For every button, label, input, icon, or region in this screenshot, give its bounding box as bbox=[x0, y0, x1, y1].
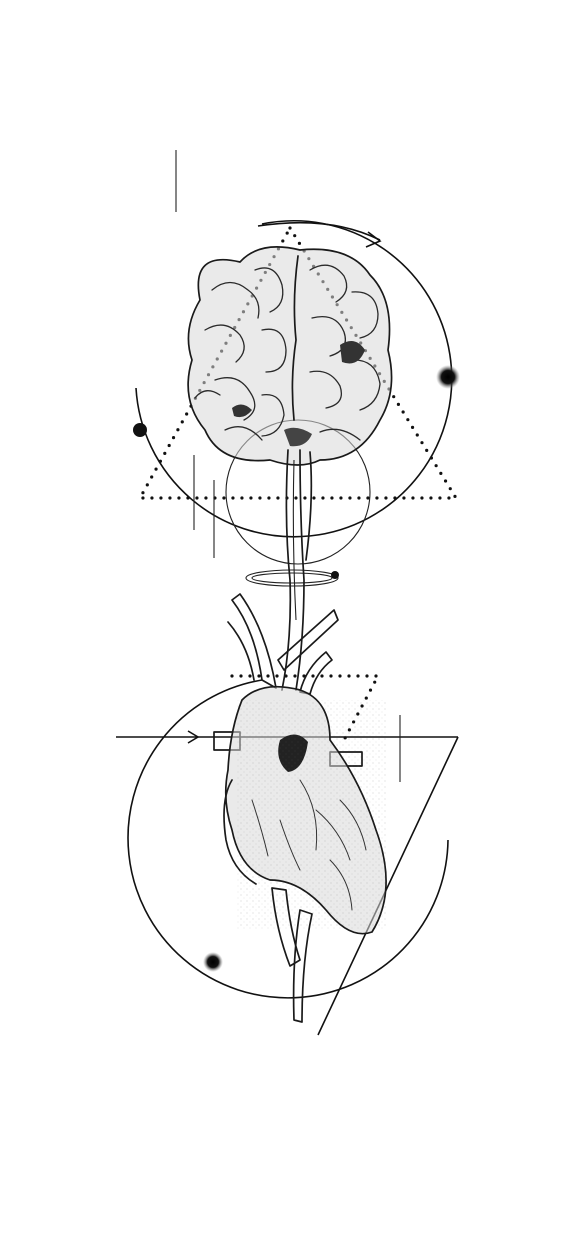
upper-planet-large-icon bbox=[436, 365, 460, 389]
descending-vessel-a bbox=[271, 887, 301, 967]
vessel-right-short bbox=[299, 651, 333, 695]
lower-arrow-icon bbox=[187, 730, 200, 744]
vessel-left bbox=[231, 593, 277, 689]
upper-orbit-arc-top bbox=[257, 221, 381, 241]
lower-orbit-arc bbox=[127, 679, 449, 999]
vessel-right bbox=[277, 609, 339, 671]
lower-triangle-edge bbox=[317, 736, 459, 1036]
brain-outline bbox=[187, 246, 393, 466]
upper-planet-small-icon bbox=[133, 423, 147, 437]
lower-planet-icon bbox=[203, 952, 223, 972]
halo-dot-icon bbox=[331, 571, 339, 579]
brain-illustration bbox=[187, 246, 393, 466]
upper-arrow-icon bbox=[365, 231, 382, 248]
heart-illustration bbox=[213, 593, 387, 1023]
vessel-left-branch bbox=[227, 621, 255, 681]
upper-geometry bbox=[133, 150, 460, 565]
brain-center-fissure bbox=[291, 255, 299, 421]
ring-halo bbox=[245, 569, 339, 587]
upper-orbit-arc bbox=[135, 219, 453, 538]
spinal-stem bbox=[281, 449, 313, 691]
descending-vessel-b bbox=[292, 909, 313, 1023]
